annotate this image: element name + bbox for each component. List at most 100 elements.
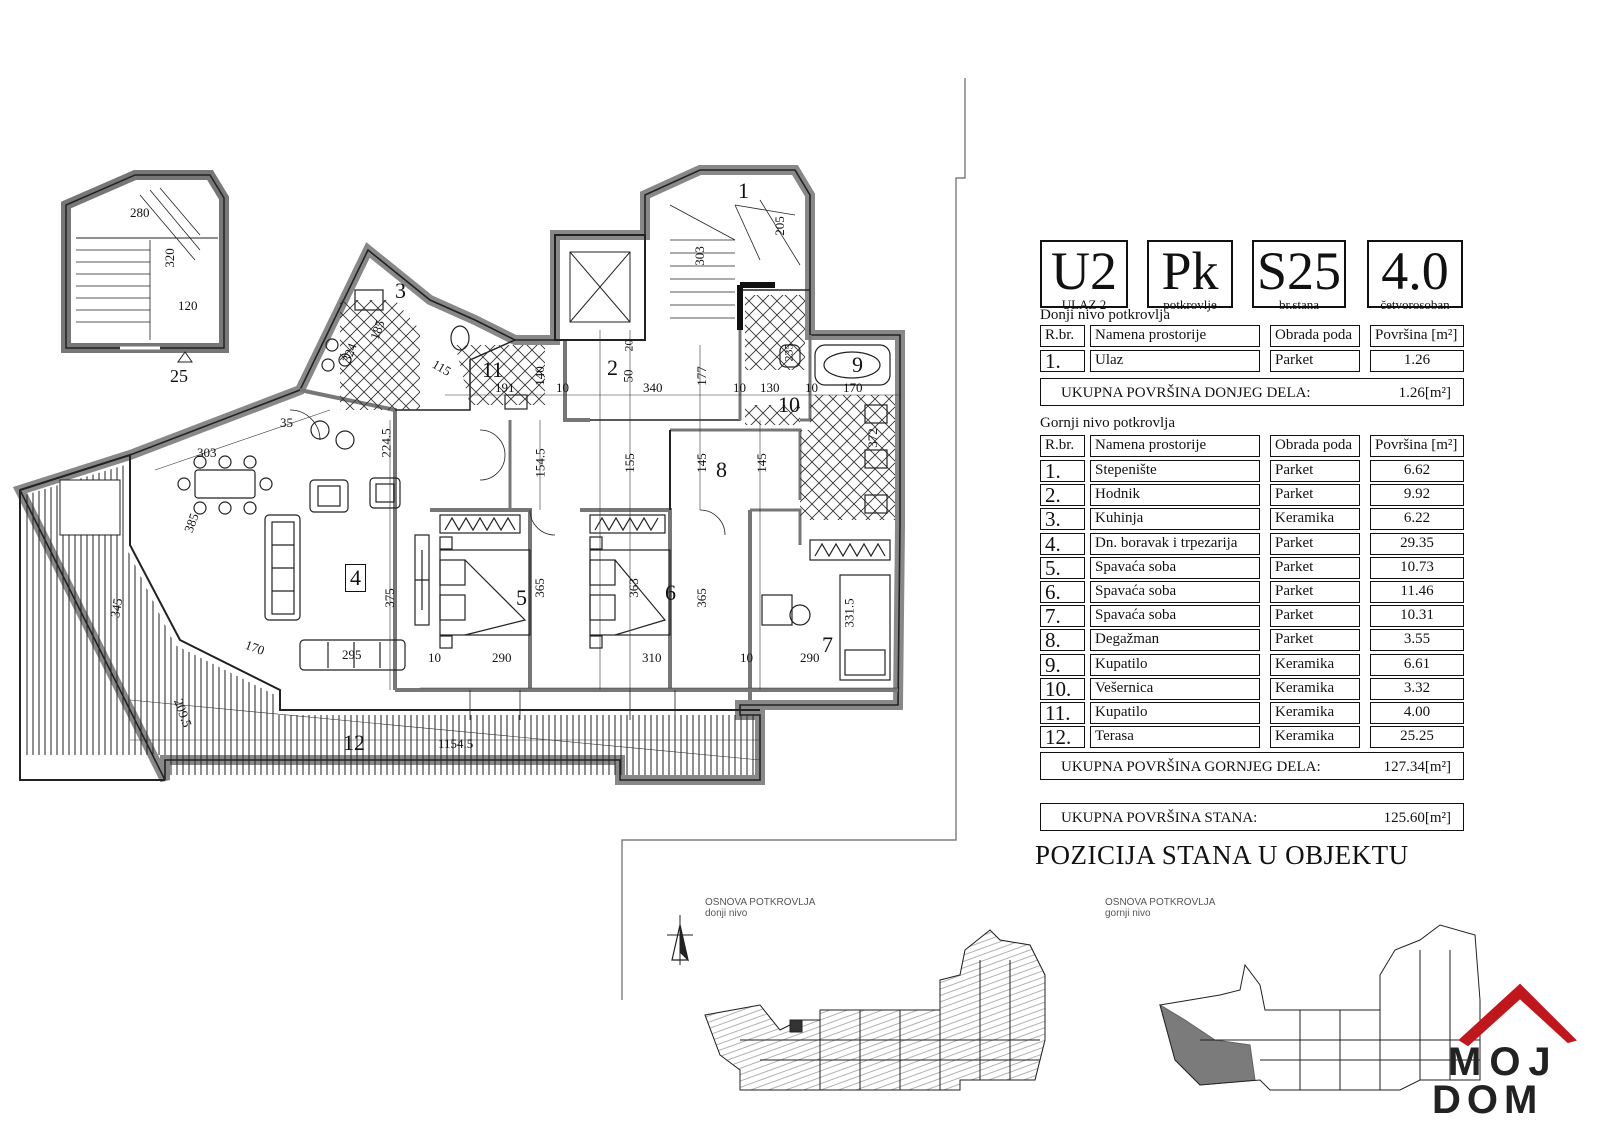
apartment-total-label: UKUPNA POVRŠINA STANA: xyxy=(1061,810,1258,826)
header-area: Površina [m²] xyxy=(1370,325,1464,347)
dim-label: 375 xyxy=(381,588,397,608)
header-no: R.br. xyxy=(1040,435,1085,457)
row-area: 29.35 xyxy=(1370,532,1464,555)
header-floor: Obrada poda xyxy=(1270,435,1360,457)
row-no: 5. xyxy=(1040,556,1085,579)
row-no: 6. xyxy=(1040,581,1085,603)
row-no: 2. xyxy=(1040,484,1085,507)
dim-label: 290 xyxy=(800,650,820,665)
row-area: 6.22 xyxy=(1370,508,1464,531)
row-no: 1. xyxy=(1040,350,1085,372)
dim-label: 140 xyxy=(531,366,547,386)
badge-entrance: U2 ULAZ 2 xyxy=(1040,240,1128,311)
row-floor: Parket xyxy=(1270,484,1360,507)
dim-label: 120 xyxy=(178,298,198,313)
dim-label: 177 xyxy=(693,366,709,386)
row-area: 6.62 xyxy=(1370,460,1464,482)
row-no: 12. xyxy=(1040,726,1085,749)
row-area: 9.92 xyxy=(1370,484,1464,507)
laundry-tiles xyxy=(745,295,805,370)
row-area: 3.55 xyxy=(1370,629,1464,652)
room-number: 1 xyxy=(738,178,749,203)
row-floor: Parket xyxy=(1270,605,1360,628)
row-floor: Parket xyxy=(1270,629,1360,652)
dim-label: 170 xyxy=(843,380,863,395)
row-name: Dn. boravak i trpezarija xyxy=(1090,532,1260,555)
row-area: 3.32 xyxy=(1370,677,1464,700)
dim-label: 155 xyxy=(621,453,637,473)
row-no: 4. xyxy=(1040,532,1085,555)
dim-label: 10 xyxy=(740,650,753,665)
row-no: 11. xyxy=(1040,702,1085,724)
row-name: Vešernica xyxy=(1090,677,1260,700)
row-floor: Keramika xyxy=(1270,508,1360,531)
dim-label: 310 xyxy=(642,650,662,665)
room-number: 5 xyxy=(516,585,527,610)
room-number: 3 xyxy=(395,278,406,303)
room-number: 8 xyxy=(716,457,727,482)
dim-label: 35 xyxy=(280,415,293,430)
lower-level-title: Donji nivo potkrovlja xyxy=(1040,307,1170,323)
header-name: Namena prostorije xyxy=(1090,325,1260,347)
row-name: Kupatilo xyxy=(1090,702,1260,724)
dim-label: 1154.5 xyxy=(438,736,474,751)
dim-label: 10 xyxy=(556,380,569,395)
dim-label: 365 xyxy=(693,588,709,608)
lower-level-total: UKUPNA POVRŠINA DONJEG DELA: 1.26[m²] xyxy=(1040,378,1464,406)
dim-label: 290 xyxy=(492,650,512,665)
row-area: 1.26 xyxy=(1370,350,1464,372)
dim-label: 224.5 xyxy=(378,428,394,458)
row-area: 10.73 xyxy=(1370,556,1464,579)
badge-floor: Pk potkrovlje xyxy=(1147,240,1233,311)
mini-plan-label-lower: OSNOVA POTKROVLJA donji nivo xyxy=(705,897,816,919)
row-floor: Keramika xyxy=(1270,702,1360,724)
dim-label: 50 xyxy=(620,369,636,383)
row-floor: Keramika xyxy=(1270,677,1360,700)
row-name: Spavaća soba xyxy=(1090,605,1260,628)
row-floor: Parket xyxy=(1270,556,1360,579)
position-title: POZICIJA STANA U OBJEKTU xyxy=(1035,840,1409,870)
apartment-total-value: 125.60[m²] xyxy=(1383,810,1451,826)
room-number: 9 xyxy=(852,352,863,377)
stair-detail xyxy=(61,170,229,363)
row-floor: Keramika xyxy=(1270,726,1360,749)
furniture xyxy=(177,289,891,720)
room-number: 4 xyxy=(345,564,366,592)
terrace-hatch xyxy=(25,465,755,775)
lower-total-value: 1.26[m²] xyxy=(1398,385,1451,401)
row-area: 11.46 xyxy=(1370,581,1464,603)
row-name: Kuhinja xyxy=(1090,508,1260,531)
upper-total-label: UKUPNA POVRŠINA GORNJEG DELA: xyxy=(1061,759,1321,775)
dim-label: 372 xyxy=(864,428,880,448)
row-name: Kupatilo xyxy=(1090,653,1260,676)
room-number: 2 xyxy=(607,355,618,380)
dim-label: 10 xyxy=(805,380,818,395)
row-area: 4.00 xyxy=(1370,702,1464,724)
row-name: Terasa xyxy=(1090,726,1260,749)
row-name: Degažman xyxy=(1090,629,1260,652)
row-no: 3. xyxy=(1040,508,1085,531)
mini-plan-label-upper: OSNOVA POTKROVLJA gornji nivo xyxy=(1105,897,1216,919)
bathroom11-tiles xyxy=(455,345,545,405)
dim-label: 331.5 xyxy=(841,598,857,628)
kitchen-tiles xyxy=(340,300,420,410)
row-no: 10. xyxy=(1040,677,1085,700)
header-floor: Obrada poda xyxy=(1270,325,1360,347)
dim-label: 365 xyxy=(531,578,547,598)
room-number: 6 xyxy=(665,580,676,605)
upper-level-title: Gornji nivo potkrovlja xyxy=(1040,415,1175,431)
dim-label: 280 xyxy=(130,205,150,220)
badge-room-count: 4.0 četvorosoban xyxy=(1367,240,1463,311)
row-no: 1. xyxy=(1040,460,1085,482)
header-name: Namena prostorije xyxy=(1090,435,1260,457)
row-floor: Keramika xyxy=(1270,653,1360,676)
row-name: Spavaća soba xyxy=(1090,581,1260,603)
dim-label: 295 xyxy=(342,647,362,662)
dim-label: 145 xyxy=(753,453,769,473)
dim-label: 191 xyxy=(495,380,515,395)
dim-label: 154.5 xyxy=(532,448,548,478)
lower-total-label: UKUPNA POVRŠINA DONJEG DELA: xyxy=(1061,385,1311,401)
row-no: 7. xyxy=(1040,605,1085,628)
row-area: 10.31 xyxy=(1370,605,1464,628)
